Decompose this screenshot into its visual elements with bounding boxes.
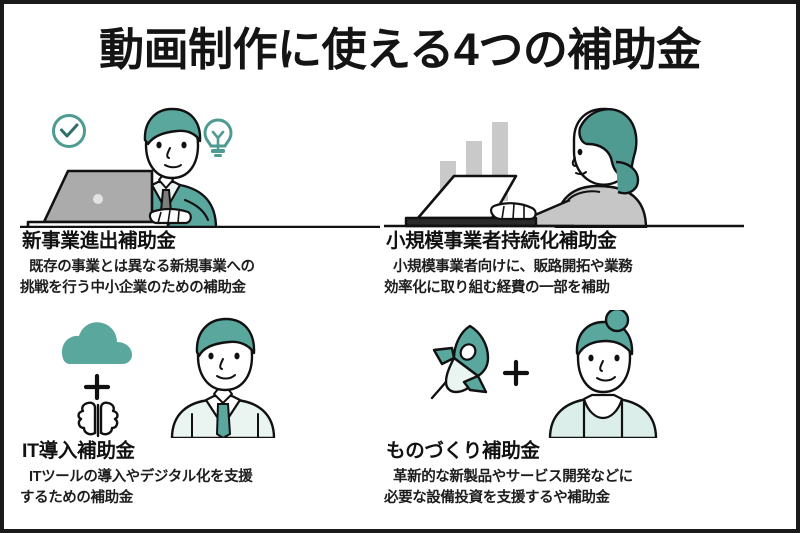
card-description: ITツールの導入やデジタル化を支援 するための補助金 <box>20 467 380 509</box>
card-desc-line-2: するための補助金 <box>20 490 133 507</box>
card-description: 革新的な新製品やサービス開発などに 必要な設備投資を支援するや補助金 <box>384 467 744 509</box>
card-description: 小規模事業者向けに、販路開拓や業務 効率化に取り組む経費の一部を補助 <box>384 257 744 299</box>
lightbulb-icon <box>203 118 233 157</box>
card-title: ものづくり補助金 <box>386 440 540 462</box>
card-desc-line-1: 革新的な新製品やサービス開発などに <box>393 469 633 486</box>
laptop-icon <box>26 169 170 228</box>
woman-icon <box>554 107 648 228</box>
subsidy-card-4: ものづくり補助金 革新的な新製品やサービス開発などに 必要な設備投資を支援するや… <box>384 310 744 515</box>
plus-icon <box>502 359 530 387</box>
subsidy-card-2: 小規模事業者持続化補助金 小規模事業者向けに、販路開拓や業務 効率化に取り組む経… <box>384 100 744 305</box>
brain-icon <box>77 401 119 438</box>
cloud-icon <box>62 322 132 364</box>
subsidy-card-3: IT導入補助金 ITツールの導入やデジタル化を支援 するための補助金 <box>20 310 380 515</box>
card-desc-line-1: ITツールの導入やデジタル化を支援 <box>29 469 253 486</box>
illustration-woman-laptop-chart <box>384 100 744 228</box>
plus-icon <box>83 373 111 401</box>
hands-icon <box>490 202 537 221</box>
illustration-businessman-laptop <box>20 100 380 228</box>
rocket-icon <box>430 324 490 400</box>
subsidy-card-grid: 新事業進出補助金 既存の事業とは異なる新規事業への 挑戦を行う中小企業のための補… <box>4 100 796 520</box>
man-icon <box>170 317 276 438</box>
check-circle-icon <box>52 114 86 148</box>
hands-icon <box>148 207 192 225</box>
card-title: 小規模事業者持続化補助金 <box>386 230 617 252</box>
card-title: IT導入補助金 <box>22 440 135 462</box>
card-desc-line-1: 小規模事業者向けに、販路開拓や業務 <box>393 259 633 276</box>
card-desc-line-1: 既存の事業とは異なる新規事業への <box>29 259 255 276</box>
card-title: 新事業進出補助金 <box>22 230 176 252</box>
page-title: 動画制作に使える4つの補助金 <box>99 24 701 75</box>
illustration-rocket-woman <box>384 310 744 438</box>
card-desc-line-2: 必要な設備投資を支援するや補助金 <box>384 490 610 507</box>
card-description: 既存の事業とは異なる新規事業への 挑戦を行う中小企業のための補助金 <box>20 257 380 299</box>
card-desc-line-2: 効率化に取り組む経費の一部を補助 <box>384 280 610 297</box>
subsidy-card-1: 新事業進出補助金 既存の事業とは異なる新規事業への 挑戦を行う中小企業のための補… <box>20 100 380 305</box>
woman-bun-icon <box>548 310 658 438</box>
illustration-cloud-brain-man <box>20 310 380 438</box>
card-desc-line-2: 挑戦を行う中小企業のための補助金 <box>20 280 246 297</box>
